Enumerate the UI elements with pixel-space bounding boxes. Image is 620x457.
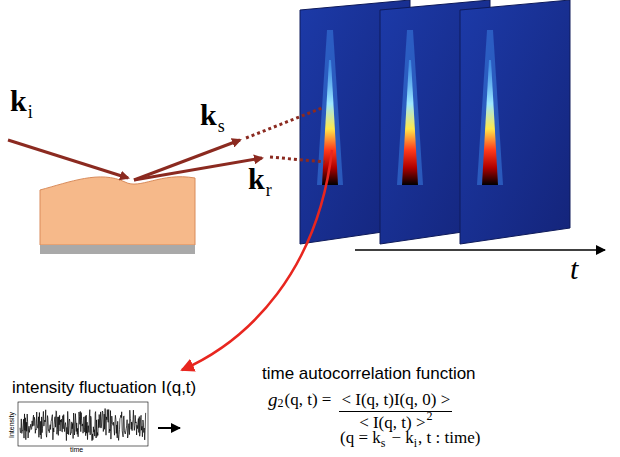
reflected-beam (134, 158, 262, 180)
sample-film (40, 177, 195, 245)
fraction: < I(q, t)I(q, 0) >< I(q, t) >2 (339, 390, 452, 433)
dotted-path (246, 108, 322, 138)
axis-label: t (570, 252, 578, 286)
wavevector-label: kr (248, 162, 272, 196)
axis-label: Intensity (8, 412, 15, 438)
plot-title: intensity fluctuation I(q,t) (12, 378, 196, 398)
caption-text: intensity fluctuation I(q,t) (12, 378, 196, 398)
scattered-beam (134, 140, 240, 180)
axis-label: time (70, 446, 83, 453)
pointer-arrow (182, 150, 332, 370)
dotted-path (270, 157, 325, 162)
time-symbol: t (570, 252, 578, 286)
formula-part: g (268, 389, 278, 411)
subscript: i (414, 436, 417, 451)
vector-symbol: k (248, 162, 265, 196)
flow-arrow (158, 427, 180, 429)
subscript: r (266, 180, 272, 201)
superscript: 2 (427, 409, 433, 424)
formula-part: , t : time) (418, 428, 480, 448)
wavevector-label: ks (200, 98, 225, 132)
vector-symbol: k (10, 84, 27, 118)
denominator: < I(q, t) >2 (359, 412, 432, 433)
vector-symbol: k (200, 98, 217, 132)
substrate (40, 245, 195, 254)
caption-text: time autocorrelation function (262, 364, 476, 384)
time-axis (355, 249, 605, 251)
subscript: s (381, 436, 386, 451)
subscript: i (28, 102, 33, 123)
numerator: < I(q, t)I(q, 0) > (339, 390, 452, 412)
plot-frame (18, 402, 148, 446)
detector-frames (300, 0, 570, 244)
subscript: s (218, 116, 225, 137)
formula-part: (q, t) = (285, 390, 332, 410)
noise-trace (20, 409, 146, 441)
axis-title: Intensity (8, 412, 15, 438)
incident-beam (8, 140, 128, 178)
formula: g2(q, t) =< I(q, t)I(q, 0) >< I(q, t) >2 (268, 378, 452, 421)
subscript: 2 (278, 396, 284, 411)
axis-title: time (70, 446, 83, 453)
wavevector-label: ki (10, 84, 33, 118)
formula-part: < I(q, t) > (359, 413, 425, 433)
formula-title: time autocorrelation function (262, 364, 476, 384)
